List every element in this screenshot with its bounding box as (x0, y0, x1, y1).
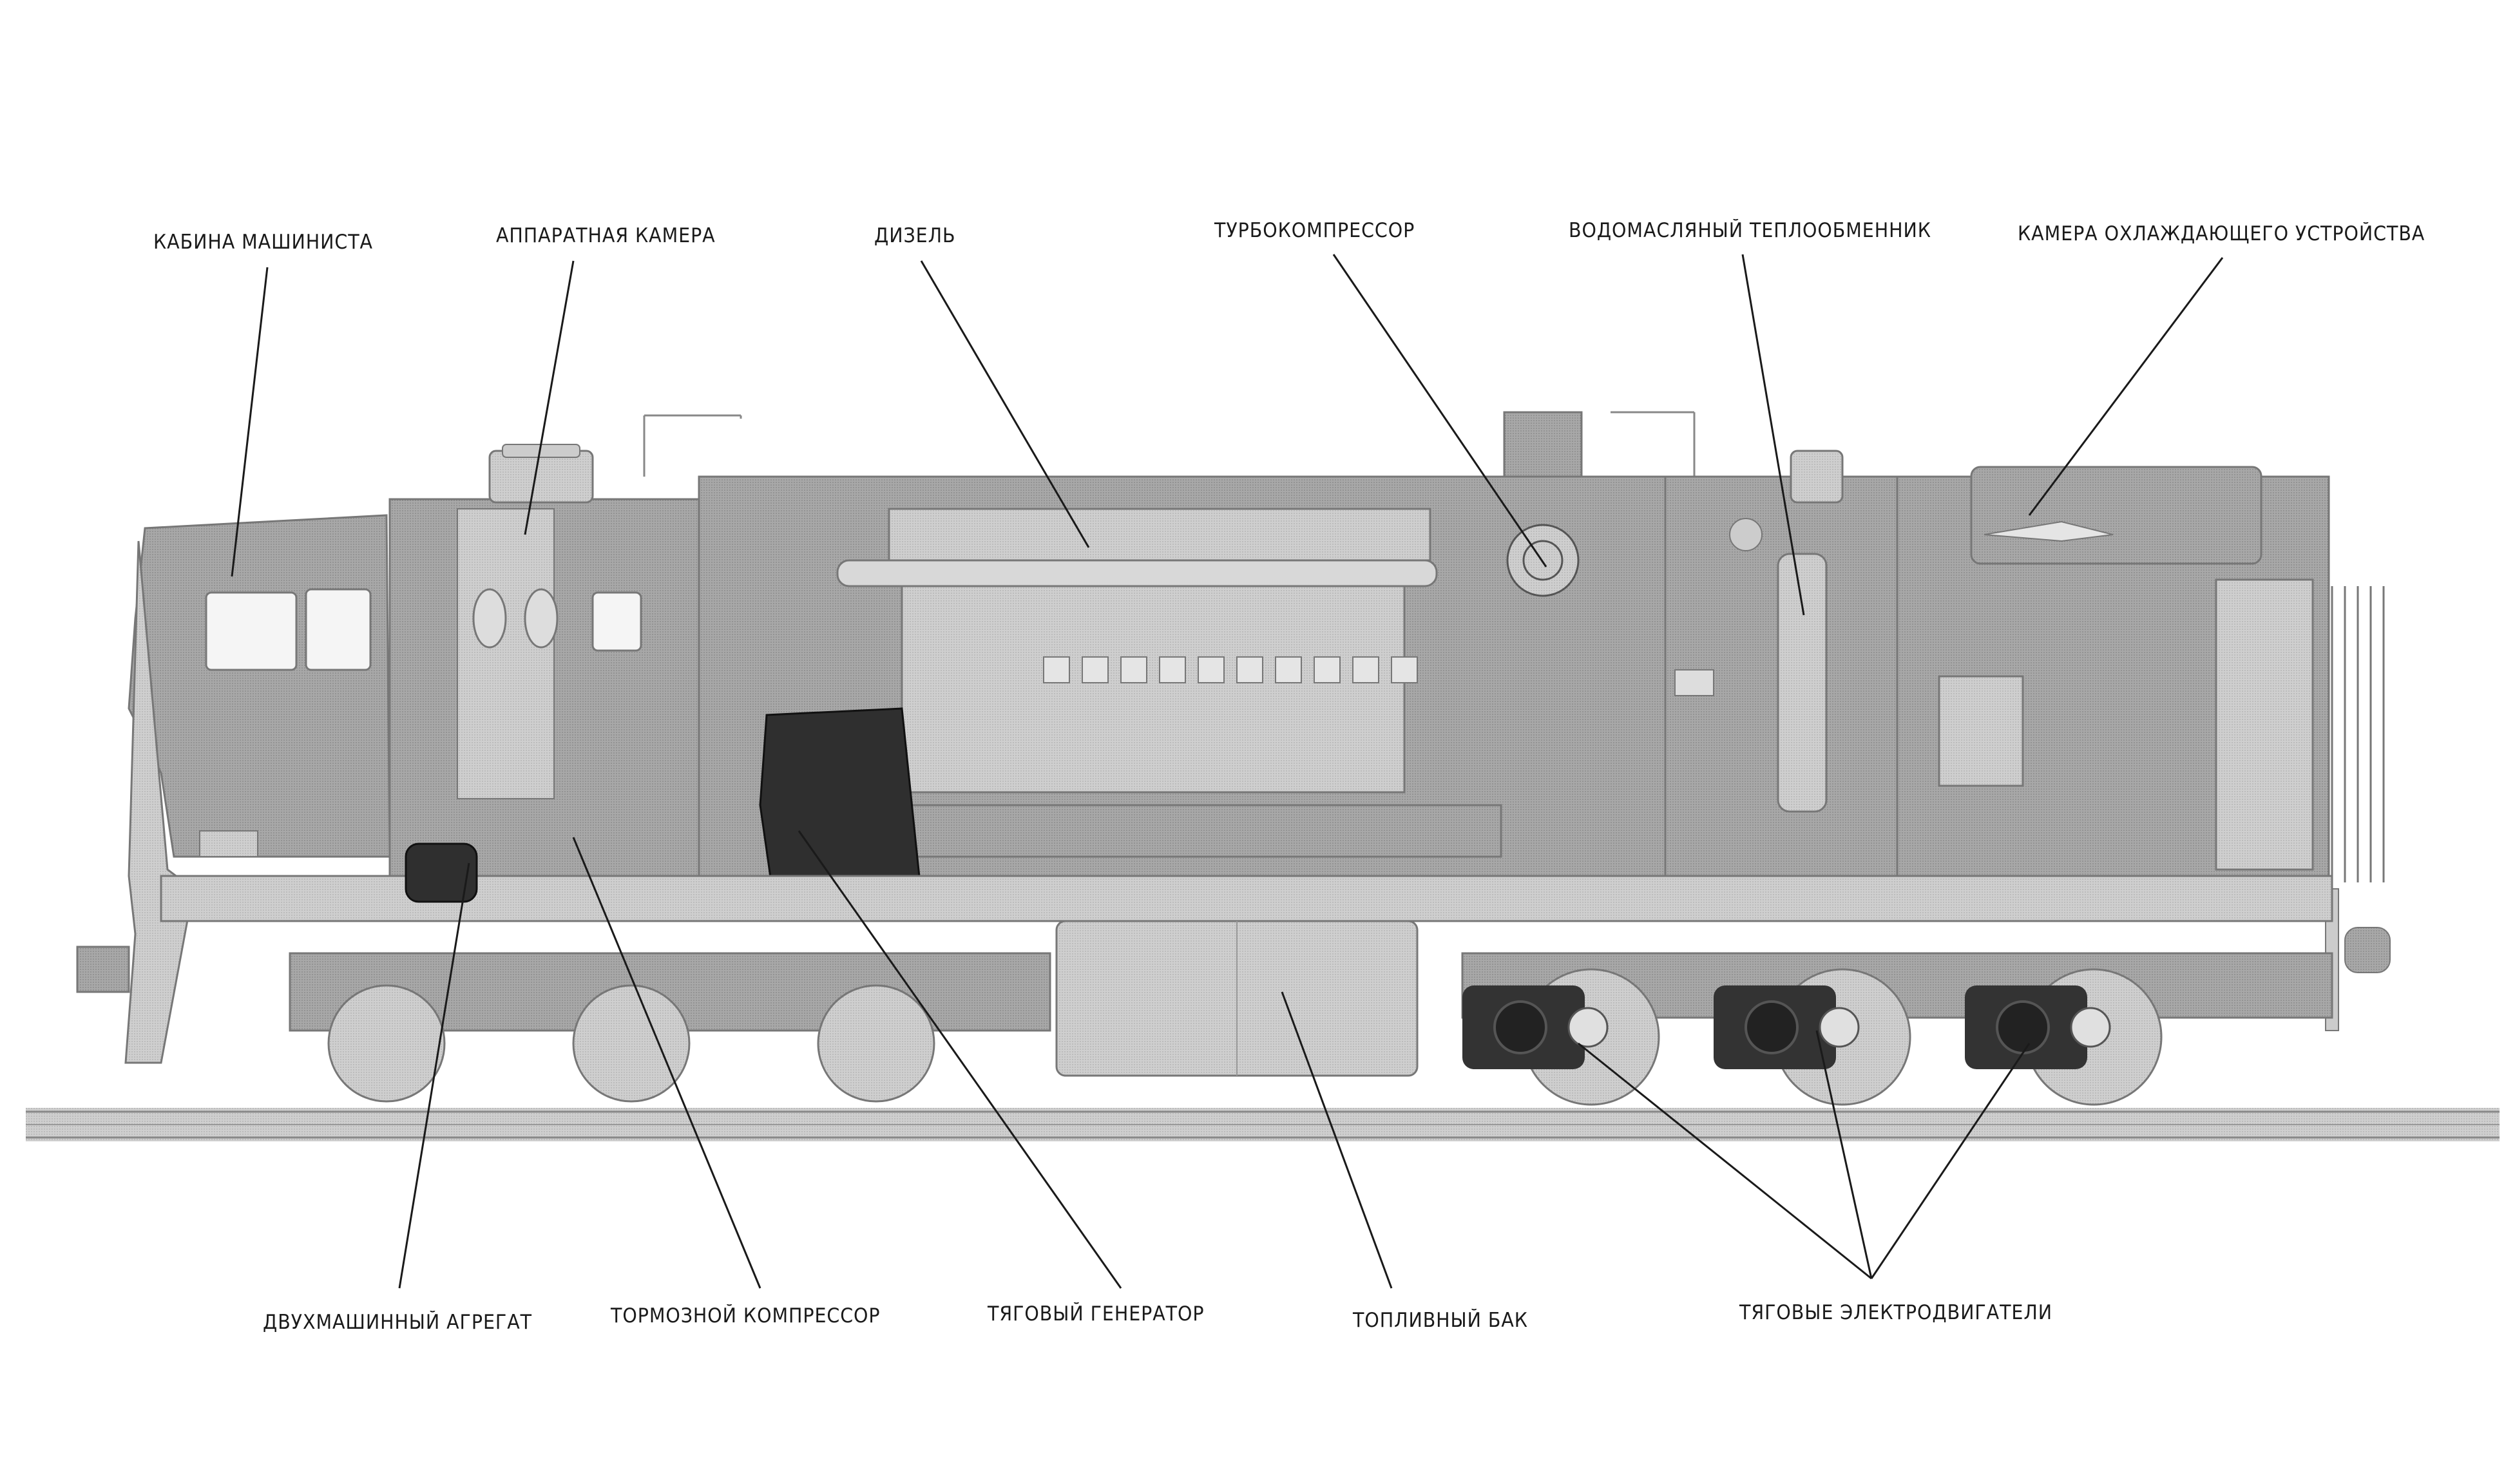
label-traction-motors: ТЯГОВЫЕ ЭЛЕКТРОДВИГАТЕЛИ (1739, 1301, 2052, 1324)
leader-lines (231, 254, 2224, 1289)
leader-mg-set (398, 862, 470, 1289)
label-turbocharger: ТУРБОКОМПРЕССОР (1214, 219, 1415, 242)
underframe (160, 842, 2333, 1077)
label-fuel-tank: ТОПЛИВНЫЙ БАК (1353, 1309, 1528, 1332)
leader-turbo (1332, 254, 1547, 567)
radiator-fins (2331, 586, 2385, 882)
traction-motor (1714, 985, 1860, 1069)
leader-motor-3 (1870, 1043, 2031, 1279)
leader-motor-2 (1815, 1030, 1873, 1279)
leader-diesel (920, 260, 1090, 548)
rail-track (26, 1108, 2500, 1141)
label-diesel: ДИЗЕЛЬ (874, 224, 956, 247)
engine-compartment (698, 411, 1667, 897)
label-brake-compressor: ТОРМОЗНОЙ КОМПРЕССОР (611, 1304, 881, 1327)
roof-antenna (643, 411, 1696, 480)
traction-motor (1462, 985, 1609, 1069)
leader-traction-generator (798, 830, 1122, 1289)
label-cooling-chamber: КАМЕРА ОХЛАЖДАЮЩЕГО УСТРОЙСТВА (2018, 222, 2425, 245)
leader-motor-1 (1578, 1042, 1872, 1280)
leader-brake-compressor (572, 837, 761, 1289)
leader-apparatus (524, 260, 575, 535)
cooling-chamber (1896, 466, 2391, 1031)
label-apparatus-chamber: АППАРАТНАЯ КАМЕРА (496, 224, 716, 247)
leader-cooling (2028, 257, 2224, 516)
label-cab: КАБИНА МАШИНИСТА (153, 231, 373, 254)
driver-cab (76, 514, 391, 1064)
cylinder-heads (1043, 656, 1418, 683)
leader-heat-exchanger (1741, 254, 1805, 616)
label-heat-exchanger: ВОДОМАСЛЯНЫЙ ТЕПЛООБМЕННИК (1569, 219, 1931, 242)
label-mg-set: ДВУХМАШИННЫЙ АГРЕГАТ (263, 1311, 533, 1334)
apparatus-chamber (388, 444, 700, 887)
leader-fuel-tank (1281, 991, 1393, 1289)
front-bogie (289, 952, 1051, 1103)
rear-bogie (1461, 952, 2333, 1106)
leader-cab (231, 267, 269, 577)
heat-exchanger-section (1664, 450, 1898, 890)
label-traction-generator: ТЯГОВЫЙ ГЕНЕРАТОР (988, 1302, 1205, 1326)
